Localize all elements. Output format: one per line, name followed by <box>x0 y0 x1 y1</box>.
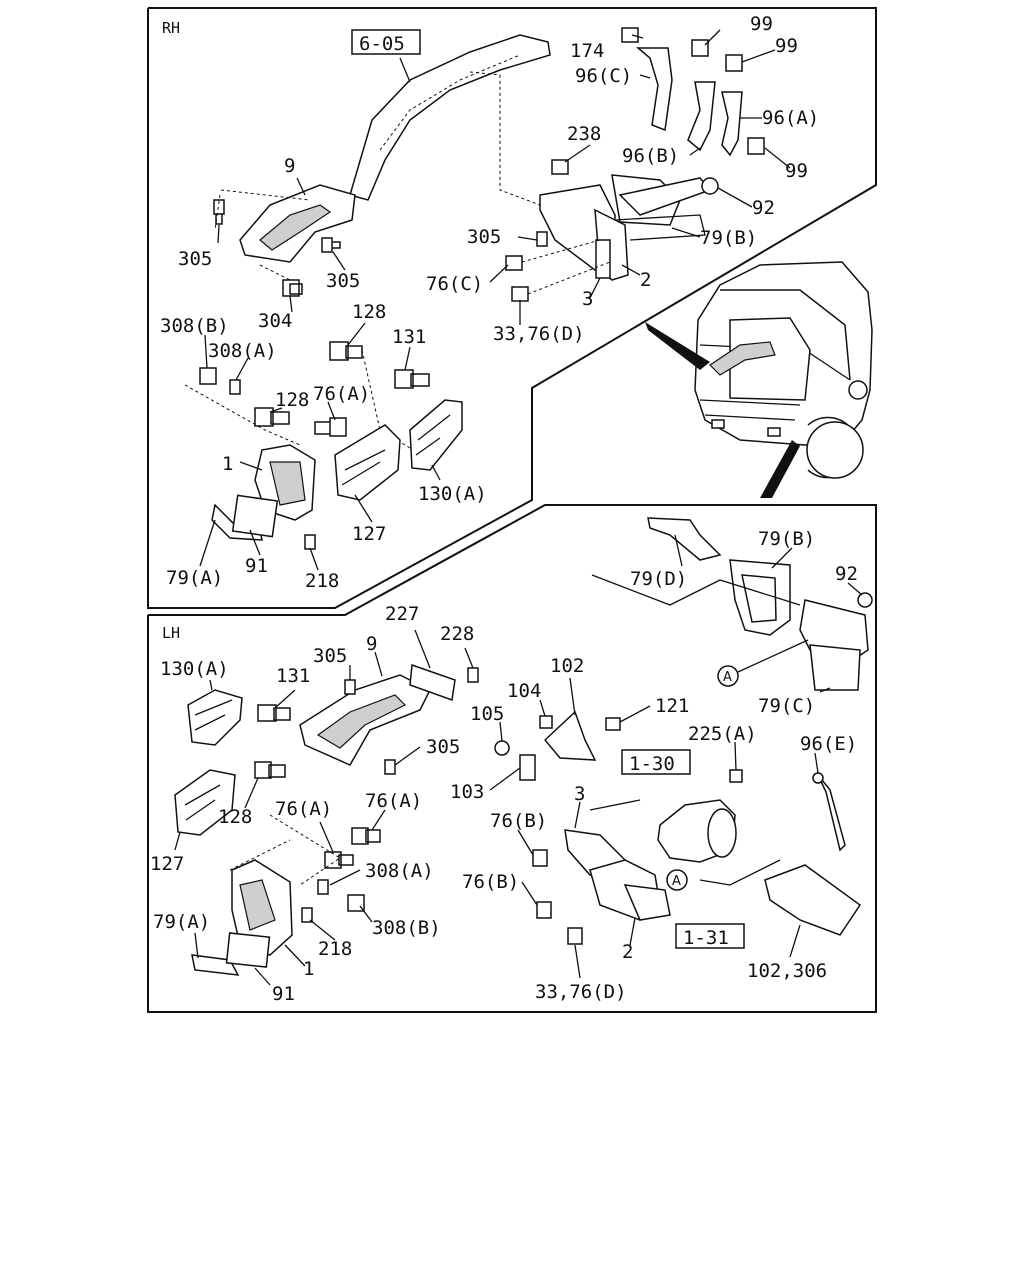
callout-2: 2 <box>640 269 651 291</box>
callout-lh-102-306: 102,306 <box>747 960 827 982</box>
callout-99-top: 99 <box>750 13 773 35</box>
callout-lh-76a-left: 76(A) <box>275 798 332 820</box>
callout-lh-225a: 225(A) <box>688 723 757 745</box>
lh-callouts: 227 228 130(A) 305 9 131 102 104 105 121… <box>150 603 857 1005</box>
ref-box-1-31: 1-31 <box>675 923 745 949</box>
callout-mid-79c: 79(C) <box>758 695 815 717</box>
callout-lh-308b: 308(B) <box>372 917 441 939</box>
callout-76a: 76(A) <box>313 383 370 405</box>
callout-lh-79a: 79(A) <box>153 911 210 933</box>
callout-238: 238 <box>567 123 601 145</box>
callout-lh-96e: 96(E) <box>800 733 857 755</box>
rh-frame <box>147 7 877 609</box>
lh-parts <box>174 663 862 976</box>
callout-lh-128: 128 <box>218 806 252 828</box>
callout-lh-308a: 308(A) <box>365 860 434 882</box>
callout-mid-79b: 79(B) <box>758 528 815 550</box>
callout-lh-105: 105 <box>470 703 504 725</box>
callout-lh-91: 91 <box>272 983 295 1005</box>
marker-a-lh-text: A <box>672 874 681 889</box>
lh-frame <box>147 504 877 1013</box>
callout-lh-305-b: 305 <box>426 736 460 758</box>
marker-a-mid: A <box>723 670 732 685</box>
callout-mid-79d: 79(D) <box>630 568 687 590</box>
callout-lh-104: 104 <box>507 680 541 702</box>
callout-79b: 79(B) <box>700 227 757 249</box>
section-label-lh: LH <box>162 624 180 642</box>
callout-1: 1 <box>222 453 233 475</box>
callout-lh-76b-bottom: 76(B) <box>462 871 519 893</box>
callout-76c: 76(C) <box>426 273 483 295</box>
callout-lh-1: 1 <box>303 958 314 980</box>
ref-text-6-05: 6-05 <box>359 33 405 55</box>
callout-33-76d: 33,76(D) <box>493 323 585 345</box>
callout-131: 131 <box>392 326 426 348</box>
callout-92: 92 <box>752 197 775 219</box>
callout-96b: 96(B) <box>622 145 679 167</box>
callout-91: 91 <box>245 555 268 577</box>
rh-callouts: 174 99 99 96(C) 96(A) 238 96(B) 99 9 92 … <box>160 13 819 592</box>
truck-inset <box>645 261 873 498</box>
pointer-arrow-top <box>645 322 710 370</box>
callout-130a: 130(A) <box>418 483 487 505</box>
mid-parts <box>591 517 873 691</box>
callout-lh-218: 218 <box>318 938 352 960</box>
callout-128-top: 128 <box>352 301 386 323</box>
callout-305-a: 305 <box>467 226 501 248</box>
pointer-arrow-bottom <box>760 440 800 498</box>
callout-96a: 96(A) <box>762 107 819 129</box>
ref-text-1-31: 1-31 <box>683 927 729 949</box>
callout-lh-131: 131 <box>276 665 310 687</box>
callout-218: 218 <box>305 570 339 592</box>
callout-mid-92: 92 <box>835 563 858 585</box>
callout-127: 127 <box>352 523 386 545</box>
callout-174: 174 <box>570 40 604 62</box>
callout-lh-127: 127 <box>150 853 184 875</box>
ref-box-1-30: 1-30 <box>621 749 691 775</box>
marker-a-mid-text: A <box>723 670 732 685</box>
callout-lh-103: 103 <box>450 781 484 803</box>
callout-304: 304 <box>258 310 292 332</box>
mid-callouts: 79(B) 79(D) 92 79(C) <box>630 528 858 717</box>
callout-79a: 79(A) <box>166 567 223 589</box>
callout-99-second: 99 <box>775 35 798 57</box>
callout-99-third: 99 <box>785 160 808 182</box>
ref-box-6-05: 6-05 <box>351 29 421 55</box>
callout-96c: 96(C) <box>575 65 632 87</box>
leader-lines <box>174 29 863 986</box>
rh-parts <box>184 27 765 550</box>
callout-lh-9: 9 <box>366 633 377 655</box>
callout-9: 9 <box>284 155 295 177</box>
callout-3: 3 <box>582 288 593 310</box>
callout-305-b: 305 <box>178 248 212 270</box>
callout-lh-76a-right: 76(A) <box>365 790 422 812</box>
callout-308b: 308(B) <box>160 315 229 337</box>
callout-lh-33-76d: 33,76(D) <box>535 981 627 1003</box>
callout-lh-305-a: 305 <box>313 645 347 667</box>
callout-lh-76b-top: 76(B) <box>490 810 547 832</box>
callout-lh-228: 228 <box>440 623 474 645</box>
callout-lh-121: 121 <box>655 695 689 717</box>
callout-lh-227: 227 <box>385 603 419 625</box>
marker-a-lh: A <box>672 874 681 889</box>
section-label-rh: RH <box>162 19 180 37</box>
callout-lh-130a: 130(A) <box>160 658 229 680</box>
ref-text-1-30: 1-30 <box>629 753 675 775</box>
callout-128-mid: 128 <box>275 389 309 411</box>
callout-lh-2: 2 <box>622 941 633 963</box>
callout-lh-3: 3 <box>574 783 585 805</box>
callout-305-c: 305 <box>326 270 360 292</box>
callout-lh-102: 102 <box>550 655 584 677</box>
callout-308a: 308(A) <box>208 340 277 362</box>
